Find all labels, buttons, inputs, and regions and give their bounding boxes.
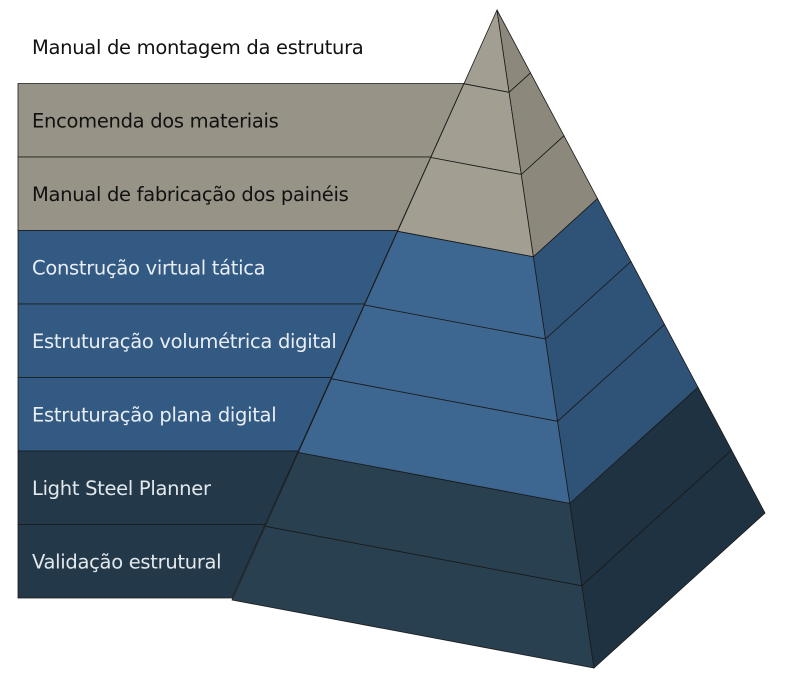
layer-label-7: Light Steel Planner bbox=[32, 477, 212, 500]
layer-label-3: Manual de fabricação dos painéis bbox=[32, 183, 349, 206]
layer-label-2: Encomenda dos materiais bbox=[32, 109, 279, 132]
layer-labels: Manual de montagem da estrutura Encomend… bbox=[32, 36, 364, 574]
layer-label-1: Manual de montagem da estrutura bbox=[32, 36, 363, 59]
layer-label-8: Validação estrutural bbox=[32, 550, 221, 573]
pyramid-side-faces bbox=[496, 9, 766, 669]
layer-label-5: Estruturação volumétrica digital bbox=[32, 330, 336, 353]
layer-label-4: Construção virtual tática bbox=[32, 256, 265, 279]
layer-label-6: Estruturação plana digital bbox=[32, 403, 276, 426]
side-face-8 bbox=[581, 449, 766, 669]
band-7 bbox=[17, 524, 266, 599]
band-layer bbox=[17, 83, 465, 599]
